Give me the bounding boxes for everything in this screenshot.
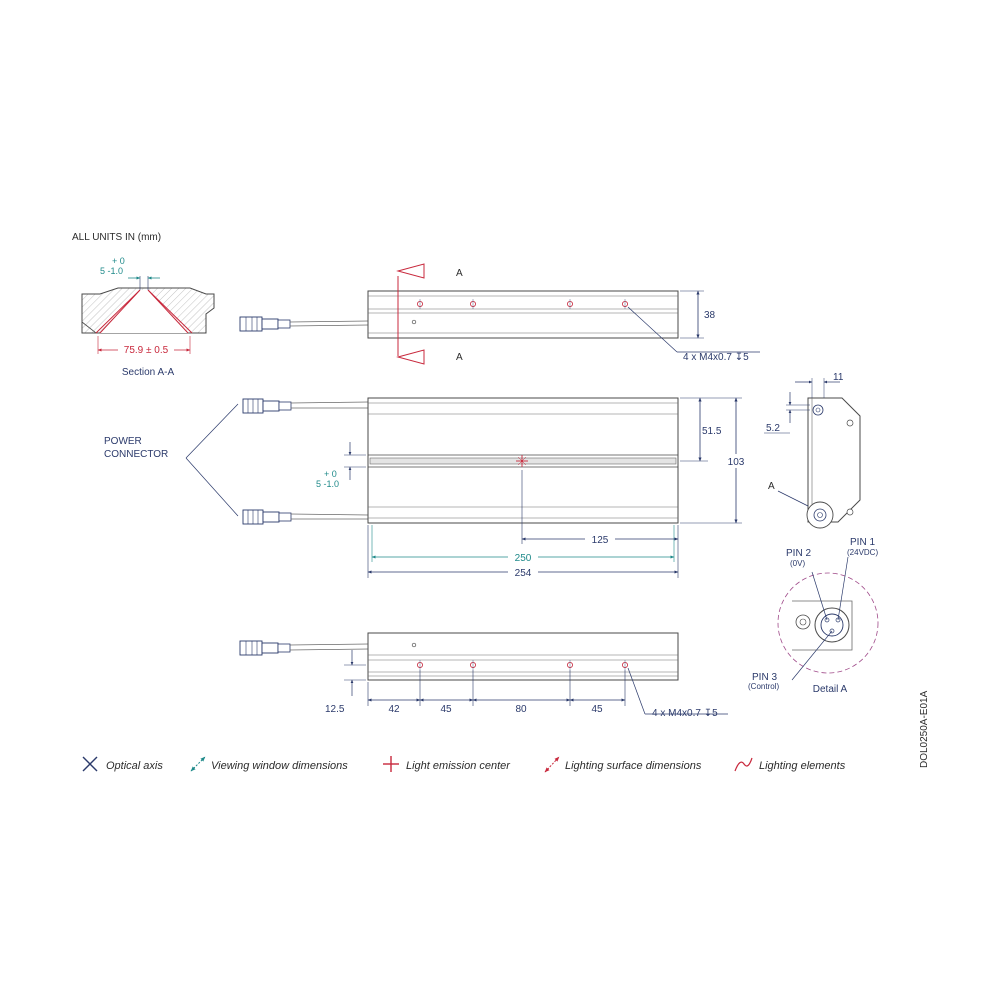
top-view [239, 263, 760, 365]
section-a-a [81, 276, 215, 355]
mounting-hole [622, 660, 629, 670]
bottom-spacing-dimension: 42 [388, 704, 400, 715]
pin1-label: PIN 1 [850, 537, 875, 548]
section-marker-top: A [456, 268, 463, 279]
power-connector-label-line1: POWER [104, 436, 142, 447]
section-width-dimension: 75.9 ± 0.5 [124, 345, 169, 356]
detail-a-caption: Detail A [813, 684, 848, 695]
detail-a [777, 556, 879, 681]
front-length-dimension: 254 [515, 568, 532, 579]
front-half-height-dimension: 51.5 [702, 426, 722, 437]
legend-label: Optical axis [106, 760, 163, 772]
legend-label: Light emission center [406, 760, 511, 772]
pin1-sublabel: (24VDC) [847, 548, 878, 557]
front-view [185, 397, 748, 578]
side-height-dimension: 5.2 [766, 423, 780, 434]
double-arrow-icon [190, 756, 206, 772]
mounting-hole [416, 299, 423, 309]
bottom-spacing-dimension: 45 [440, 704, 452, 715]
bottom-height-dimension: 12.5 [325, 704, 345, 715]
front-height-dimension: 103 [728, 457, 745, 468]
plus-icon [383, 756, 399, 772]
power-connector-label-line2: CONNECTOR [104, 449, 168, 460]
mounting-hole [622, 299, 629, 309]
top-holes-note: 4 x M4x0.7 ↧5 [683, 352, 749, 363]
front-center-dimension: 125 [592, 535, 609, 546]
side-view [764, 378, 861, 529]
bottom-holes-note: 4 x M4x0.7 ↧5 [652, 708, 718, 719]
legend-label: Viewing window dimensions [211, 760, 348, 772]
legend-label: Lighting elements [759, 760, 846, 772]
mounting-hole [567, 660, 574, 670]
detail-marker: A [768, 481, 775, 492]
drawing-number: DOL0250A-E01A [919, 690, 930, 768]
legend-label: Lighting surface dimensions [565, 760, 702, 772]
mounting-hole [567, 299, 574, 309]
side-offset-dimension: 11 [833, 372, 844, 383]
pin2-sublabel: (0V) [790, 559, 805, 568]
front-window-dimension: 250 [515, 553, 532, 564]
pin2-label: PIN 2 [786, 548, 811, 559]
section-caption: Section A-A [122, 367, 175, 378]
double-arrow-icon [544, 756, 560, 773]
bottom-view [239, 632, 728, 715]
pin3-sublabel: (Control) [748, 682, 779, 691]
x-cross-icon [82, 756, 98, 772]
slot-tolerance-upper: + 0 [324, 469, 337, 479]
section-marker-bottom: A [456, 352, 463, 363]
bottom-spacing-dimension: 80 [515, 704, 527, 715]
top-height-dimension: 38 [704, 310, 716, 321]
section-tolerance-lower: 5 -1.0 [100, 266, 123, 276]
section-tolerance-upper: + 0 [112, 256, 125, 266]
legend [82, 756, 753, 773]
bottom-spacing-dimension: 45 [591, 704, 603, 715]
wave-icon [734, 757, 753, 772]
units-note: ALL UNITS IN (mm) [72, 232, 161, 243]
pin3-label: PIN 3 [752, 672, 777, 683]
slot-tolerance-lower: 5 -1.0 [316, 479, 339, 489]
mounting-hole [416, 660, 423, 670]
mounting-hole [469, 299, 476, 309]
mounting-hole [469, 660, 476, 670]
